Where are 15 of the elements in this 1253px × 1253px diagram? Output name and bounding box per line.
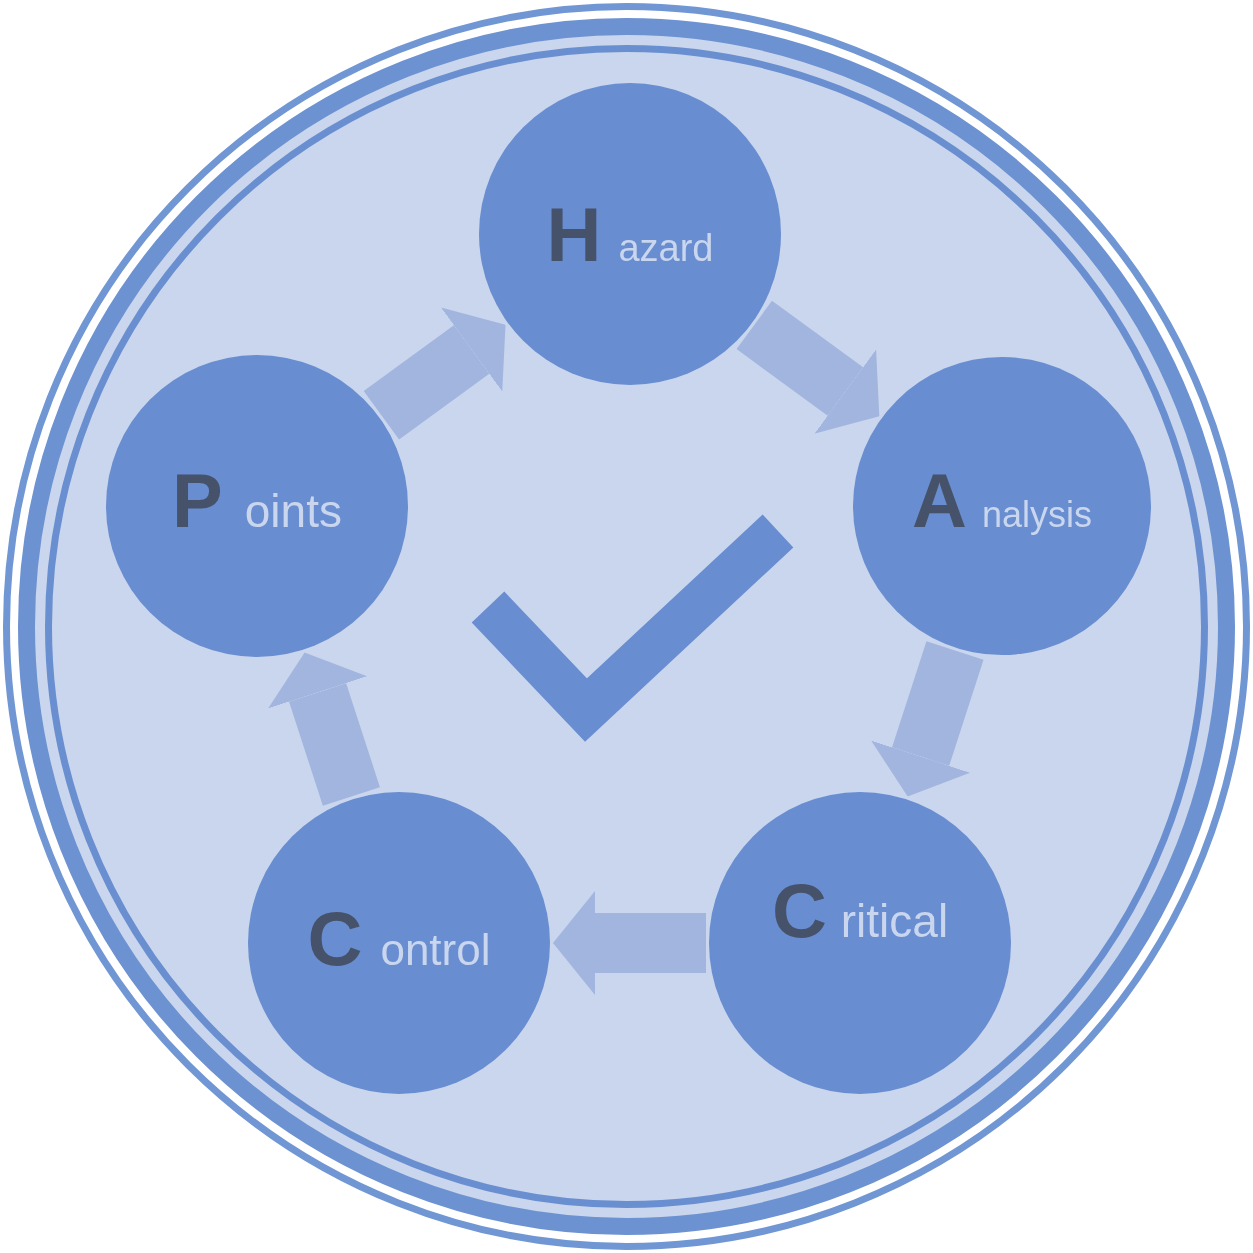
initial-letter: C	[771, 873, 827, 949]
block-arrow	[871, 641, 984, 797]
block-arrow	[736, 300, 880, 434]
word-text: azard	[618, 229, 714, 267]
block-arrow	[268, 652, 380, 806]
initial-letter: A	[912, 463, 967, 539]
initial-letter: C	[307, 901, 363, 977]
word-text: ontrol	[380, 928, 491, 972]
block-arrow	[553, 891, 706, 995]
word-text: nalysis	[981, 497, 1092, 533]
initial-letter: H	[546, 197, 602, 273]
word-text: ritical	[840, 898, 949, 944]
initial-letter: P	[172, 463, 223, 539]
word-text: oints	[244, 488, 342, 534]
block-arrow	[363, 307, 506, 440]
